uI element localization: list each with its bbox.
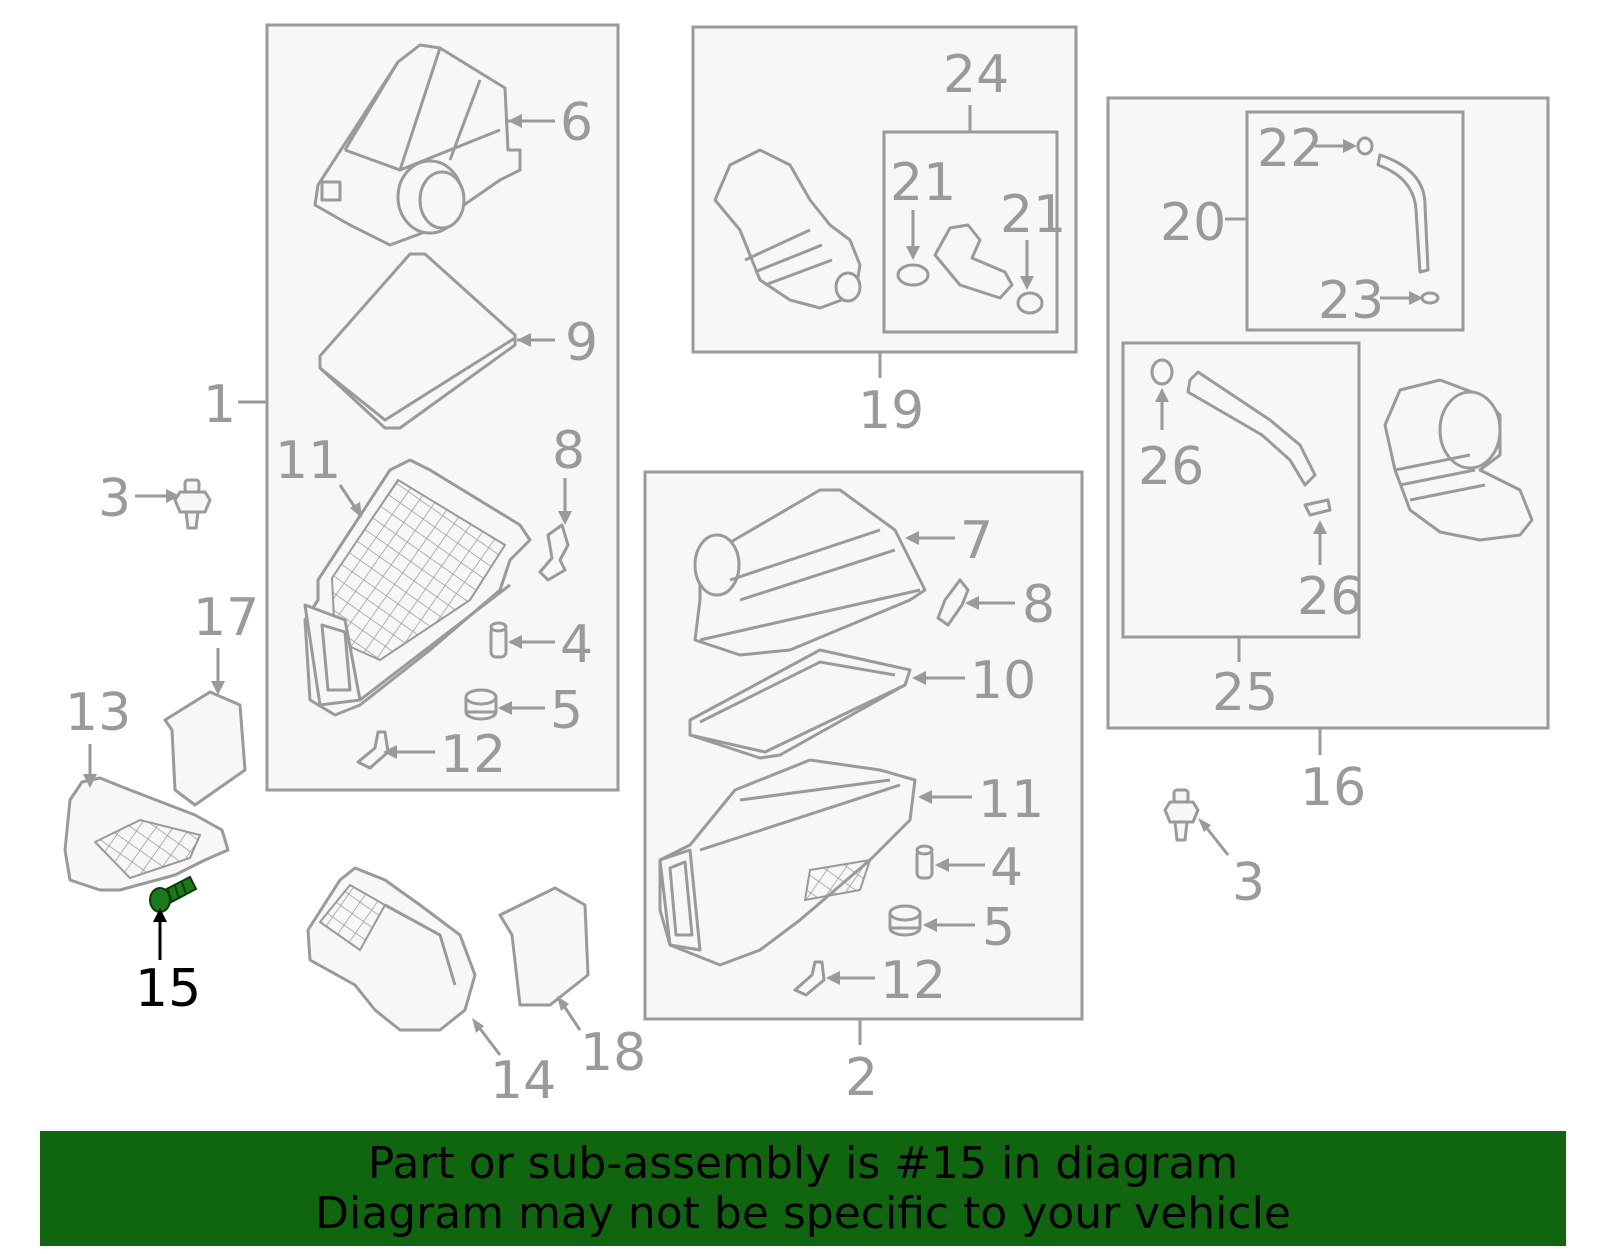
callout-12-upper: 12 [440,725,506,785]
callout-17: 18 [580,1023,646,1083]
callout-15-highlighted: 15 [135,959,201,1019]
bracket-part-8-lower [936,578,970,627]
callout-21-left: 21 [890,153,956,213]
callout-8-upper: 8 [552,421,585,481]
grommet-part-4-lower [915,844,934,880]
callout-5-upper: 5 [550,681,583,741]
hose-part-21 [896,223,1044,315]
air-cleaner-cover-part-7 [693,488,927,657]
callout-5-lower: 5 [982,898,1015,958]
callout-12-lower: 12 [880,951,946,1011]
callout-11-lower: 11 [978,770,1044,830]
info-banner: Part or sub-assembly is #15 in diagram D… [40,1131,1566,1246]
duct-part-14 [306,866,477,1032]
callout-4-lower: 4 [990,838,1023,898]
callout-26-right: 26 [1297,567,1363,627]
intake-duct-part-18 [713,148,862,310]
callout-3-left: 3 [98,469,131,529]
callout-22: 22 [1257,119,1323,179]
callout-6: 6 [560,93,593,153]
mount-part-5-upper [464,688,498,721]
banner-line-2: Diagram may not be specific to your vehi… [315,1187,1291,1239]
callout-23: 23 [1318,271,1384,331]
push-pin-part-3-left [173,478,212,530]
bolt-part-15-highlighted [149,875,198,913]
filter-element-part-9 [318,252,517,430]
callout-21-right: 21 [1000,185,1066,245]
callout-19: 16 [1300,758,1366,818]
callout-8-lower: 8 [1022,575,1055,635]
clip-part-12-upper [356,730,390,770]
lower-case-part-11-upper [303,458,532,717]
callout-14: 14 [490,1051,556,1111]
callout-7: 7 [960,511,993,571]
intake-duct-part-19 [1383,378,1534,542]
clip-part-12-lower [793,960,826,997]
grommet-part-4-upper [489,621,508,659]
banner-line-1: Part or sub-assembly is #15 in diagram [367,1137,1239,1189]
filter-element-part-10 [688,648,912,760]
push-pin-part-3-right [1163,788,1200,842]
air-cleaner-cover-part-6 [313,43,522,247]
callout-9: 9 [565,313,598,373]
lower-case-part-11-lower [658,758,917,967]
callout-4-upper: 4 [560,615,593,675]
bracket-part-16 [163,690,247,807]
mount-part-5-lower [888,904,922,937]
bracket-part-17 [498,886,590,1007]
callout-24: 24 [943,45,1009,105]
callout-2: 2 [845,1048,878,1108]
callout-13: 13 [65,683,131,743]
callout-10: 10 [970,651,1036,711]
callout-25: 25 [1212,663,1278,723]
duct-part-13 [63,776,230,892]
callout-20: 20 [1160,193,1226,253]
callout-1: 1 [203,375,236,435]
hose-part-25 [1150,358,1332,517]
bracket-part-8-upper [538,523,570,582]
callout-18: 19 [858,381,924,441]
callout-16: 17 [193,588,259,648]
callout-26-left: 26 [1138,437,1204,497]
callout-3-right: 3 [1232,853,1265,913]
callout-11-upper: 11 [275,431,341,491]
